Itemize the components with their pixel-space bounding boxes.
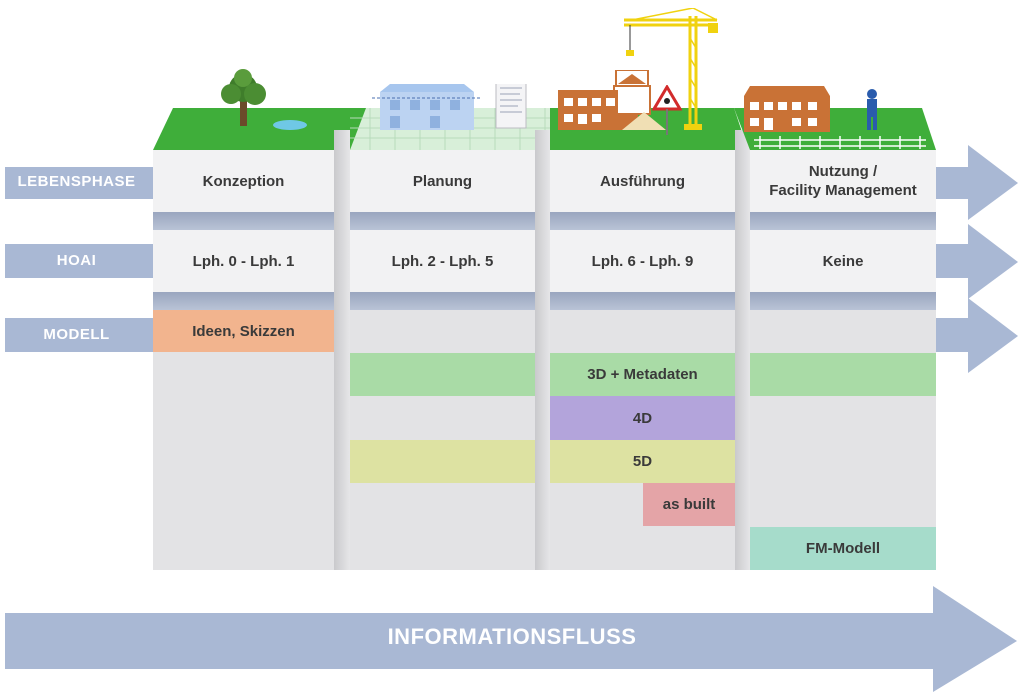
informationsfluss-arrow [5,586,1017,692]
planned-house-icon [372,84,527,130]
column-side-shade [535,130,550,570]
row-label-lebensphase: LEBENSPHASE [17,173,136,190]
phase-nutzung-line1: Nutzung / [808,163,878,180]
hoai-konzeption: Lph. 0 - Lph. 1 [153,230,334,292]
row-label-hoai: HOAI [56,252,97,269]
phase-planung: Planung [350,150,535,212]
band-3d-planung [350,353,535,396]
band-3d-nutzung [750,353,936,396]
crane-icon [624,8,718,130]
tree-icon [221,69,307,130]
phase-nutzung-line2: Facility Management [769,182,917,199]
model-column [153,310,334,570]
slab-divider [550,212,735,230]
band-fm-modell: FM-Modell [750,527,936,570]
band-4d: 4D [550,396,735,440]
hoai-ausfuehrung: Lph. 6 - Lph. 9 [550,230,735,292]
hoai-nutzung: Keine [750,230,936,292]
column-side-shade [735,130,750,570]
band-as-built: as built [643,483,735,526]
lebensphase-arrow-head [968,145,1018,220]
modell-arrow-head [968,298,1018,373]
phase-konzeption: Konzeption [153,150,334,212]
row-label-modell: MODELL [43,326,110,343]
informationsfluss-label: INFORMATIONSFLUSS [387,624,637,649]
phase-ausfuehrung: Ausführung [550,150,735,212]
construction-house-icon [558,70,666,130]
slab-divider [153,292,334,310]
hoai-arrow-head [968,224,1018,299]
finished-house-icon [744,86,926,149]
column-side-shade [334,130,350,570]
slab-divider [350,292,535,310]
slab-divider [750,292,936,310]
warning-sign-icon [652,85,682,135]
grass-top [153,108,372,150]
band-5d-planung [350,440,535,483]
slab-divider [350,212,535,230]
hoai-planung: Lph. 2 - Lph. 5 [350,230,535,292]
band-5d: 5D [550,440,735,483]
band-3d-metadaten: 3D + Metadaten [550,353,735,396]
slab-divider [750,212,936,230]
slab-divider [153,212,334,230]
phase-nutzung: Nutzung / Facility Management [750,150,936,212]
band-ideen-skizzen: Ideen, Skizzen [153,310,334,352]
slab-divider [550,292,735,310]
